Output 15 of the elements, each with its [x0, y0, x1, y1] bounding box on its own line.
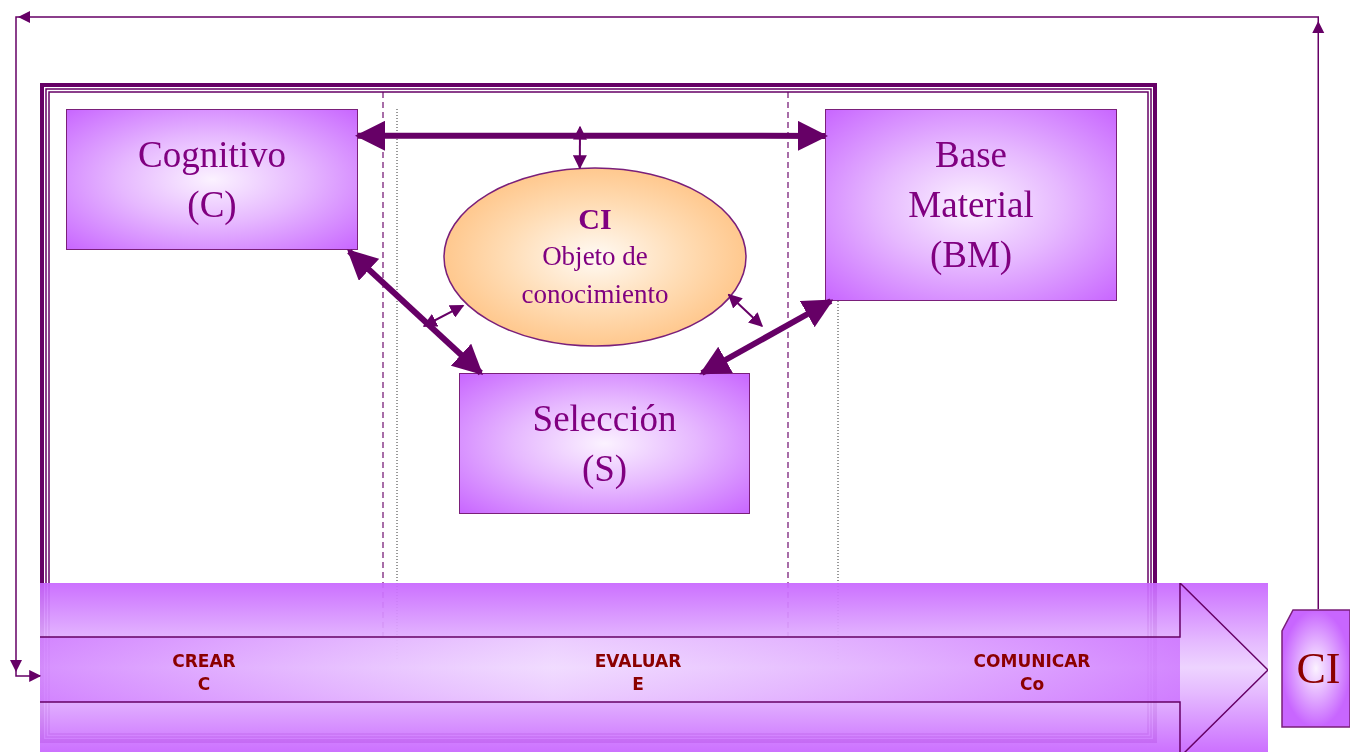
concept-box — [459, 373, 750, 514]
concept-ellipse — [443, 167, 747, 347]
concept-box — [825, 109, 1117, 301]
box-label: Base Material (BM) — [908, 133, 1034, 277]
output-box — [1281, 609, 1350, 728]
ellipse-title: CI — [578, 201, 612, 237]
box-label: Selección (S) — [532, 396, 677, 491]
concept-box — [66, 109, 358, 250]
phase-label: COMUNICAR Co — [972, 650, 1092, 696]
box-label: CI — [1296, 643, 1341, 694]
ellipse-label: Objeto de conocimiento — [520, 240, 670, 311]
phase-label: EVALUAR E — [593, 650, 683, 696]
box-label: Cognitivo (C) — [138, 132, 286, 227]
phase-label: CREAR C — [171, 650, 237, 696]
process-arrow-band — [40, 583, 1268, 752]
